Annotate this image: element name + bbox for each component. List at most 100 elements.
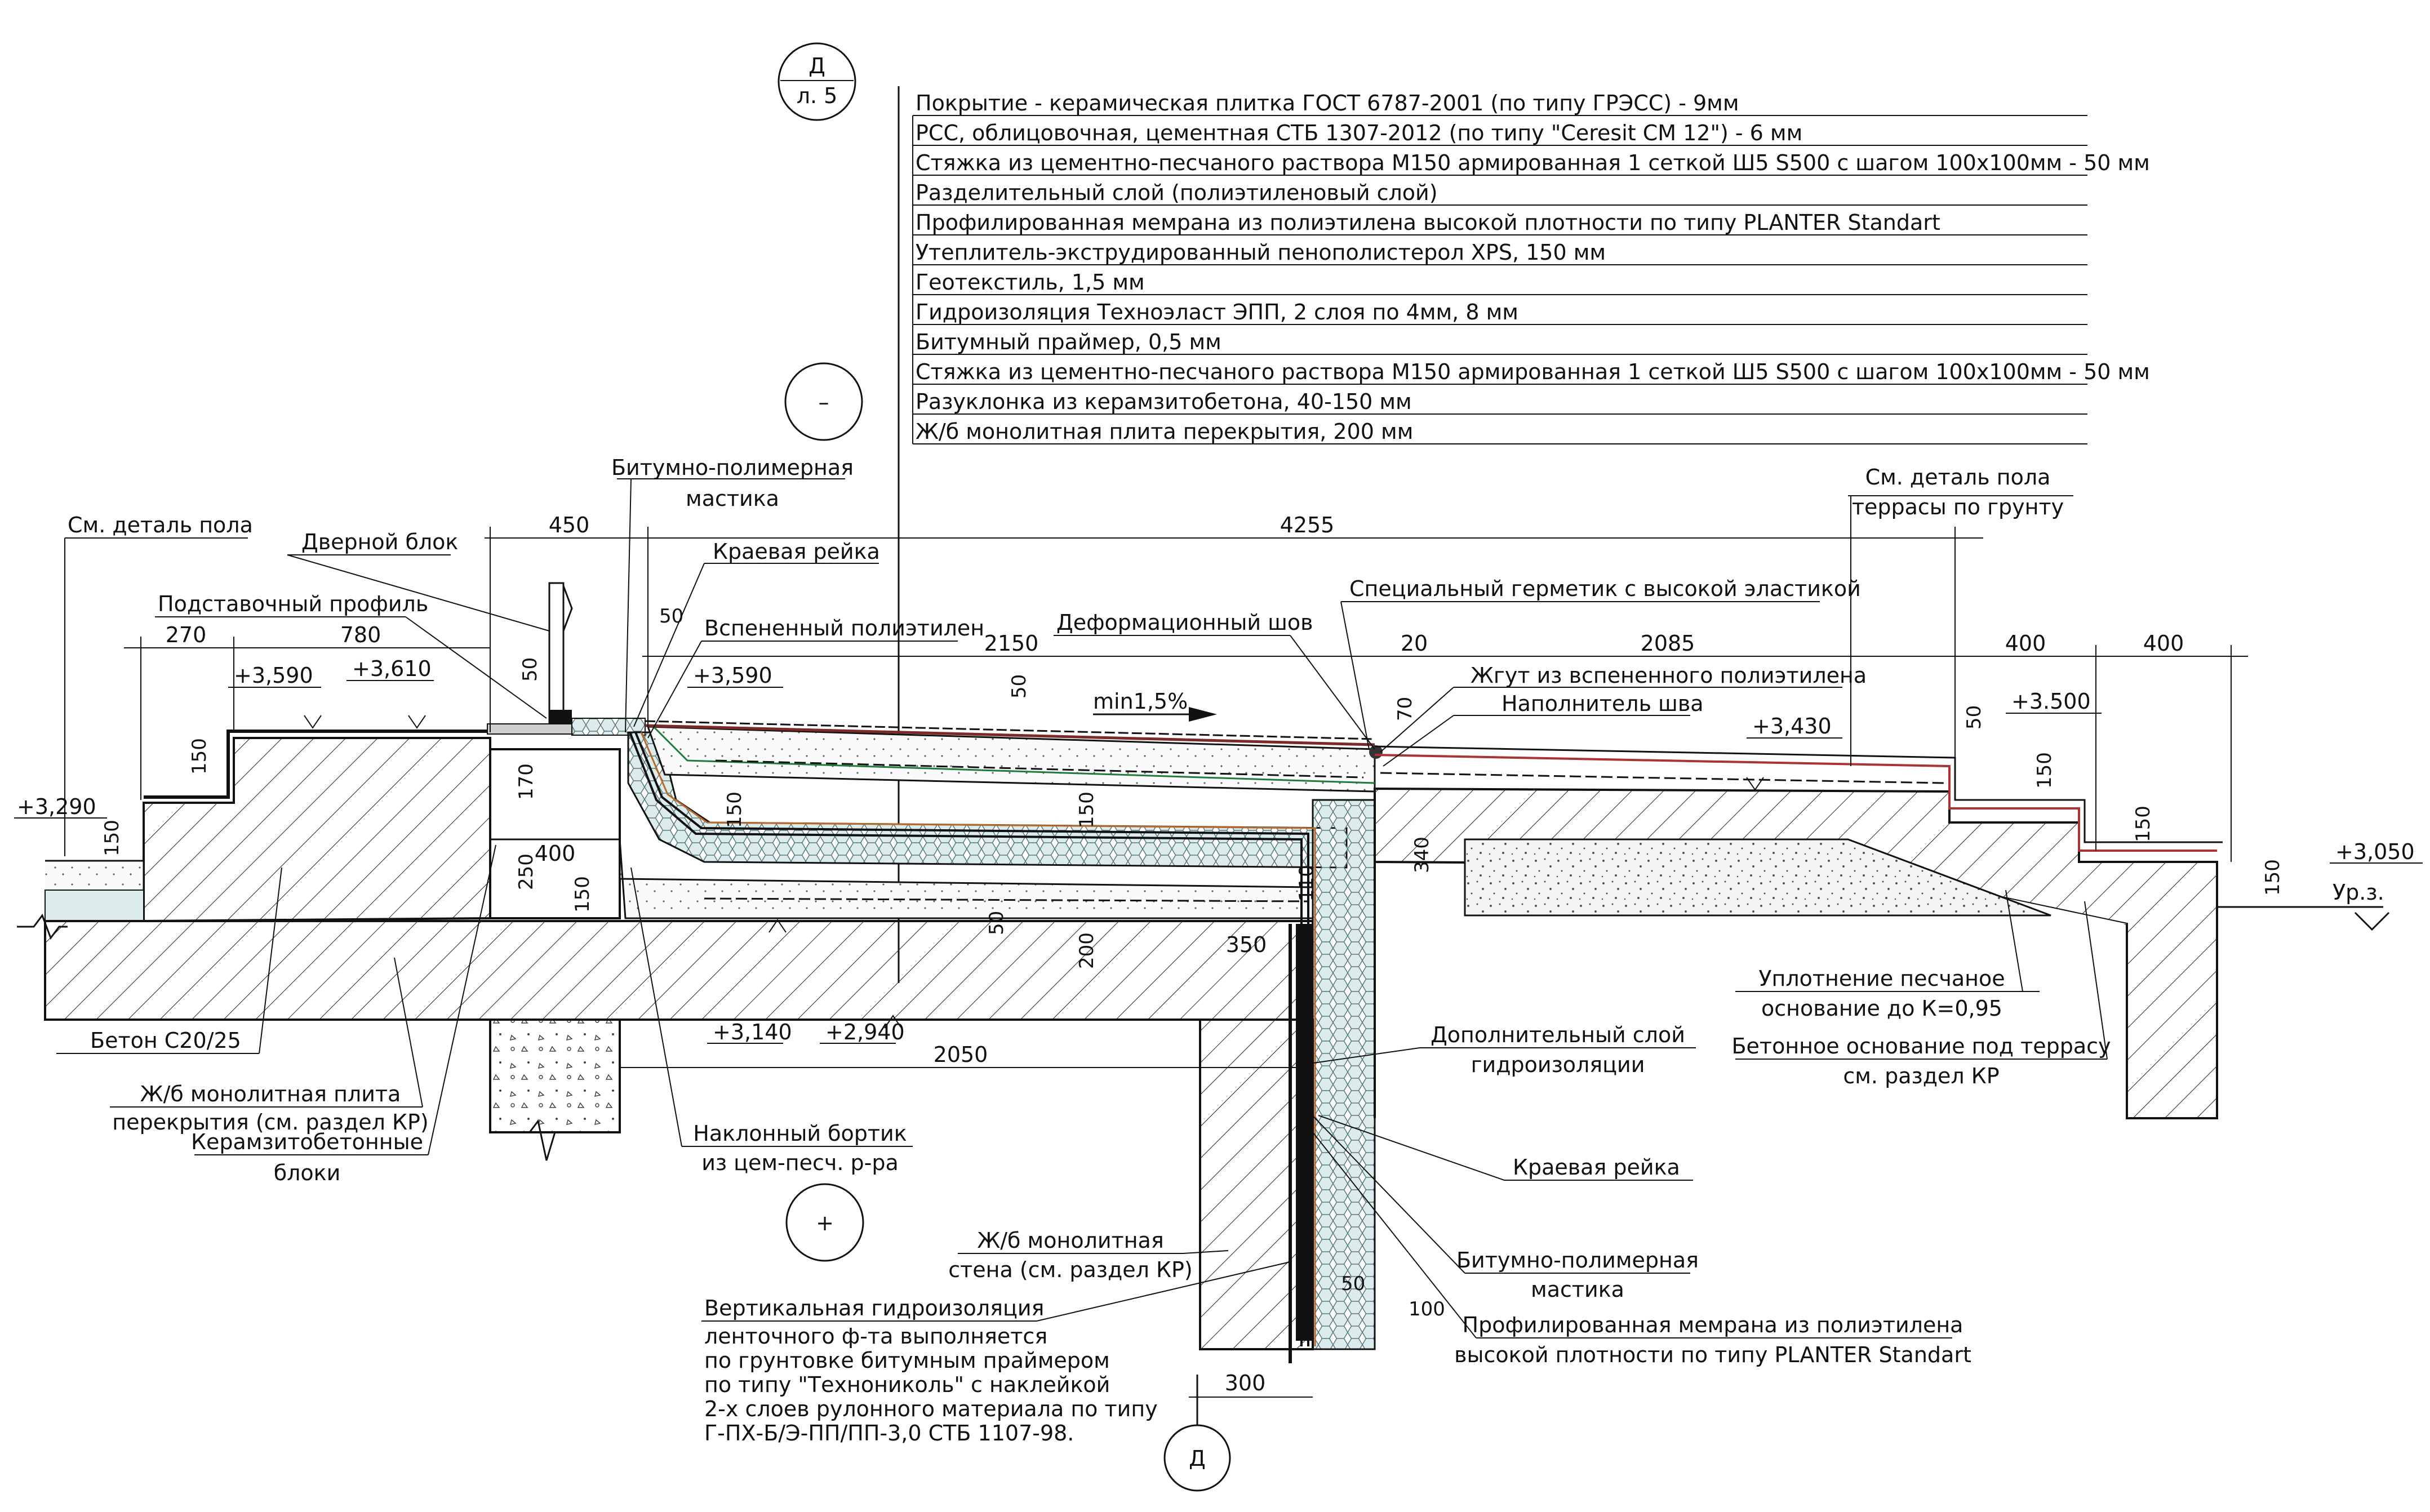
dim-150-e: 150 [1076, 791, 1098, 828]
dim-400-c: 400 [535, 841, 576, 866]
level-3140: +3,140 [713, 1020, 792, 1044]
label-terrace-base-1: Бетонное основание под террасу [1731, 1034, 2111, 1059]
label-rc-wall-1: Ж/б монолитная [977, 1228, 1163, 1253]
label-vertical-waterproof-line-3: по типу "Технониколь" с наклейкой [704, 1372, 1110, 1397]
dim-50-b: 50 [659, 605, 683, 628]
layer-10: Стяжка из цементно-песчаного раствора М1… [916, 359, 2150, 384]
dim-340: 340 [1411, 837, 1433, 873]
dim-2085: 2085 [1641, 631, 1695, 656]
dim-270: 270 [166, 622, 207, 647]
dim-400-b: 400 [2143, 631, 2184, 656]
dim-50-d: 50 [985, 911, 1008, 935]
label-rc-wall-2: стена (см. раздел КР) [948, 1257, 1193, 1282]
dim-20: 20 [1401, 631, 1428, 656]
dim-150-d: 150 [723, 791, 746, 828]
label-sub-profile: Подставочный профиль [158, 592, 428, 616]
label-bitum-mastic-bottom-1: Битумно-полимерная [1456, 1248, 1699, 1273]
leader-lines [56, 478, 2108, 1338]
label-terrace-detail-2: террасы по грунту [1852, 495, 2064, 519]
dim-400-a: 400 [2005, 631, 2046, 656]
svg-text:Д: Д [808, 54, 825, 78]
layer-12: Ж/б монолитная плита перекрытия, 200 мм [916, 419, 1413, 444]
label-vertical-waterproof-line-1: ленточного ф-та выполняется [704, 1324, 1047, 1349]
dim-450: 450 [549, 513, 590, 537]
layer-11: Разуклонка из керамзитобетона, 40-150 мм [916, 389, 1412, 414]
dim-50-c: 50 [1008, 674, 1030, 699]
dim-150-g: 150 [2132, 806, 2154, 842]
terrace-slab [1374, 787, 2218, 1119]
ground-level: Ур.з. [2333, 880, 2384, 905]
dim-110: 110 [1295, 865, 1318, 901]
level-3290: +3,290 [17, 794, 96, 819]
section-marker-bottom: Д [1163, 1375, 1231, 1492]
dim-2150: 2150 [984, 631, 1039, 656]
label-vertical-waterproof-line-5: Г-ПХ-Б/Э-ПП/ПП-3,0 СТБ 1107-98. [704, 1421, 1074, 1446]
layer-9: Битумный праймер, 0,5 мм [916, 330, 1221, 354]
dim-70: 70 [1394, 697, 1416, 721]
label-inclined-curb-2: из цем-песч. р-ра [701, 1150, 899, 1175]
dim-150-b: 150 [188, 738, 211, 775]
door-frame [548, 582, 565, 728]
roof-build-up [619, 720, 1383, 1350]
dim-300: 300 [1225, 1371, 1266, 1395]
dim-250: 250 [515, 853, 537, 890]
dim-200: 200 [1076, 932, 1098, 969]
label-pe-cord: Жгут из вспененного полиэтилена [1471, 663, 1867, 688]
layer-4: Разделительный слой (полиэтиленовый слой… [916, 180, 1438, 205]
label-rc-slab-2: перекрытия (см. раздел КР) [112, 1110, 428, 1135]
dim-100: 100 [1409, 1298, 1445, 1320]
label-extra-waterproof-2: гидроизоляции [1471, 1052, 1645, 1077]
layer-7: Геотекстиль, 1,5 мм [916, 270, 1145, 295]
label-foamed-pe: Вспененный полиэтилен [704, 616, 984, 641]
label-vertical-waterproof-line-4: 2-х слоев рулонного материала по типу [704, 1397, 1158, 1421]
minus-marker: – [784, 362, 863, 441]
label-extra-waterproof-1: Дополнительный слой [1431, 1022, 1685, 1047]
dimensions: 450 4255 270 780 2150 20 2085 400 400 15… [101, 513, 2284, 1398]
layer-1: Покрытие - керамическая плитка ГОСТ 6787… [916, 91, 1739, 115]
level-3430: +3,430 [1752, 714, 1832, 739]
dim-150-h: 150 [2262, 859, 2284, 896]
dim-2050: 2050 [934, 1042, 988, 1067]
label-vertical-waterproof-title: Вертикальная гидроизоляция [704, 1296, 1044, 1320]
layer-list: Покрытие - керамическая плитка ГОСТ 6787… [898, 86, 2150, 983]
sand-base [1464, 838, 2051, 917]
dim-50-a: 50 [519, 657, 541, 682]
label-edge-strip-top: Краевая рейка [713, 539, 880, 564]
label-terrace-base-2: см. раздел КР [1843, 1064, 1999, 1088]
label-claydite-blocks-1: Керамзитобетонные [191, 1129, 423, 1154]
dim-150-f: 150 [2033, 752, 2056, 789]
svg-text:л. 5: л. 5 [797, 83, 838, 108]
label-bitum-mastic-top-1: Битумно-полимерная [611, 455, 854, 480]
label-claydite-blocks-2: блоки [274, 1160, 341, 1185]
label-door-block: Дверной блок [301, 530, 458, 554]
terrace-structure [1374, 745, 2390, 1119]
label-sand-compaction-2: основание до К=0,95 [1761, 996, 2002, 1021]
left-structure [17, 582, 1314, 1161]
layer-3: Стяжка из цементно-песчаного раствора М1… [916, 150, 2150, 175]
level-3610: +3,610 [352, 656, 432, 681]
dim-150-a: 150 [101, 820, 123, 856]
slope-indicator: min1,5% [1093, 689, 1217, 722]
claydite-block-lower [489, 1019, 621, 1133]
label-terrace-detail-1: См. деталь пола [1865, 465, 2051, 490]
dim-50-f: 50 [1341, 1273, 1365, 1295]
dim-170: 170 [515, 763, 537, 800]
level-3590-b: +3,590 [693, 663, 772, 688]
dim-4255: 4255 [1280, 513, 1335, 537]
callouts: Битумно-полимерная мастика См. деталь по… [68, 455, 2111, 1446]
rc-wall [1199, 918, 1314, 1363]
level-3500: +3.500 [2011, 689, 2091, 714]
label-concrete: Бетон С20/25 [90, 1028, 241, 1053]
layer-2: РСС, облицовочная, цементная СТБ 1307-20… [916, 121, 1802, 145]
level-3050: +3,050 [2335, 839, 2415, 864]
claydite-block-upper [489, 748, 621, 919]
dim-350: 350 [1226, 932, 1267, 957]
dim-50-e: 50 [1963, 705, 1985, 730]
label-sand-compaction-1: Уплотнение песчаное [1758, 966, 2005, 991]
dim-150-c: 150 [571, 876, 594, 913]
svg-text:Д: Д [1189, 1446, 1206, 1471]
layer-6: Утеплитель-экструдированный пенополистер… [916, 240, 1606, 265]
label-bitum-mastic-top-2: мастика [686, 486, 779, 511]
slope-label: min1,5% [1093, 689, 1188, 714]
